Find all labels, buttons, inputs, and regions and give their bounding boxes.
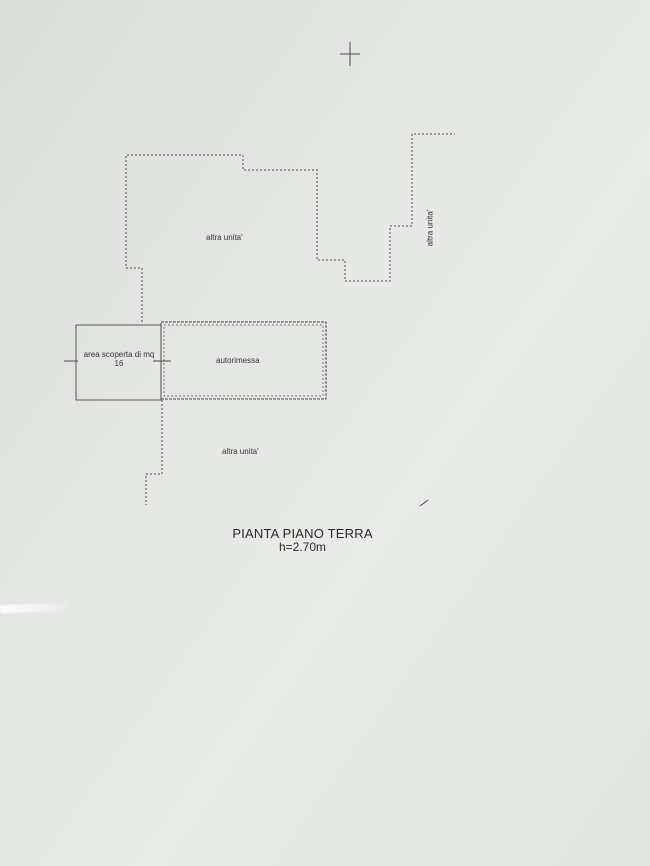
open-area-outline bbox=[75, 324, 162, 401]
stray-mark bbox=[419, 499, 429, 507]
plan-title: PIANTA PIANO TERRA bbox=[232, 526, 373, 541]
plan-height-note: h=2.70m bbox=[278, 540, 327, 555]
room-label-right-unit: altra unita' bbox=[425, 209, 435, 247]
room-label-open-area: area scoperta di mq 16 bbox=[83, 350, 155, 368]
room-label-lower-unit: altra unita' bbox=[222, 447, 259, 456]
room-label-garage: autorimessa bbox=[216, 356, 260, 365]
lower-unit-outline bbox=[145, 400, 163, 505]
room-label-upper-unit: altra unita' bbox=[206, 233, 243, 242]
plan-title-block: PIANTA PIANO TERRA h=2.70m bbox=[200, 526, 405, 555]
upper-unit-outline bbox=[125, 133, 455, 322]
